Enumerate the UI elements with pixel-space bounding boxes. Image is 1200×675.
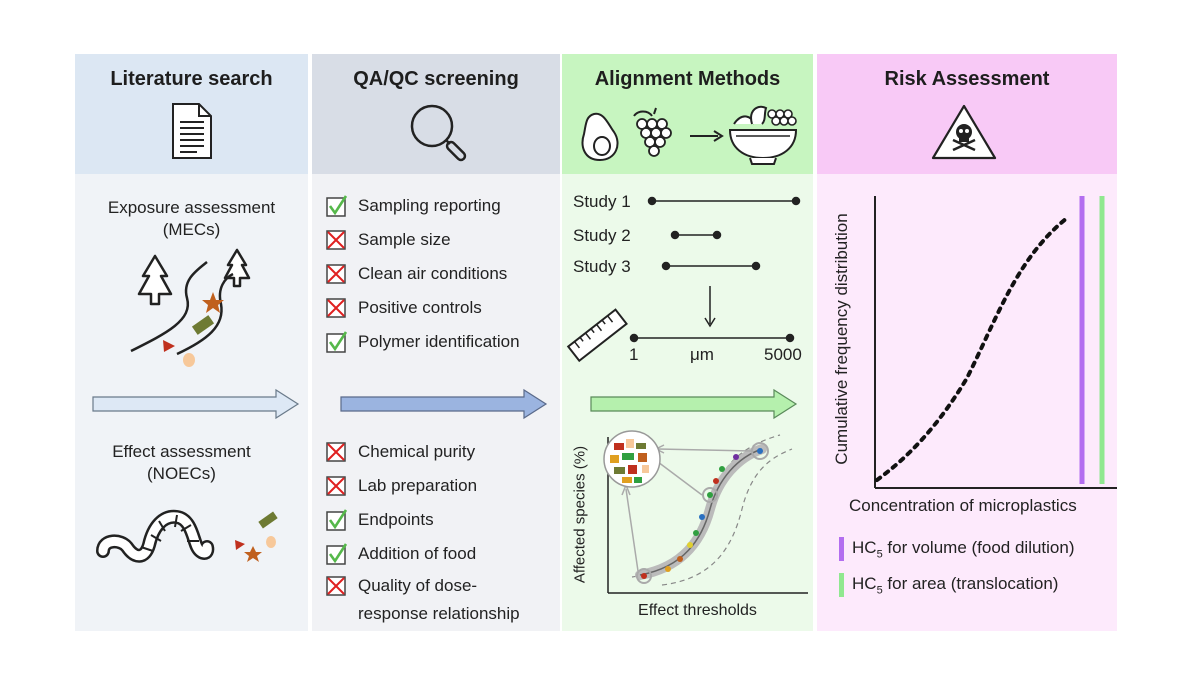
literature-search-header: Literature search [75, 54, 308, 174]
qaqc-item-label: Addition of food [358, 544, 477, 563]
qaqc-item: Lab preparation [326, 474, 477, 498]
check-icon [326, 543, 348, 565]
legend-hc5-area: HC5 for area (translocation) [839, 572, 1058, 598]
qaqc-item: Positive controls [326, 296, 482, 320]
effect-assessment-unit: (NOECs) [147, 464, 216, 483]
qaqc-item: Endpoints [326, 508, 434, 532]
qaqc-item: Sample size [326, 228, 451, 252]
flow-arrow-1 [92, 388, 300, 420]
arrow-right-icon [690, 130, 724, 142]
river-trees-icon [130, 248, 251, 367]
flow-arrow-3 [590, 388, 798, 420]
qaqc-item: Clean air conditions [326, 262, 507, 286]
scale-min-label: 1 [629, 345, 639, 364]
risk-assessment-header: Risk Assessment [817, 54, 1117, 174]
qaqc-item: Chemical purity [326, 440, 475, 464]
fruit-bowl-icon [728, 105, 798, 165]
worm-icon [96, 509, 215, 563]
qaqc-item-label: Chemical purity [358, 442, 476, 461]
effect-assessment-label: Effect assessment [112, 442, 251, 461]
study-ranges [629, 196, 801, 343]
alignment-methods-title: Alignment Methods [594, 68, 781, 90]
check-icon [326, 509, 348, 531]
check-icon [326, 195, 348, 217]
down-arrow [704, 286, 716, 328]
aligned-range [629, 333, 795, 343]
qaqc-item-label: Polymer identification [358, 332, 520, 351]
legend-swatch-volume [839, 537, 844, 561]
risk-x-axis-label: Concentration of microplastics [849, 496, 1077, 515]
qaqc-item-label: Endpoints [358, 510, 434, 529]
ssd-y-axis-label: Affected species (%) [571, 445, 589, 584]
ssd-points [641, 448, 763, 579]
qaqc-item: Quality of dose- [326, 574, 477, 598]
hazard-skull-icon [931, 104, 997, 160]
qaqc-item-label: Positive controls [358, 298, 482, 317]
study-2-label: Study 2 [573, 226, 631, 245]
qaqc-item: Polymer identification [326, 330, 520, 354]
study-3-label: Study 3 [573, 257, 631, 276]
check-icon [326, 331, 348, 353]
alignment-methods-body: Study 1 Study 2 Study 3 [562, 174, 813, 631]
qaqc-item: Sampling reporting [326, 194, 501, 218]
study-1-label: Study 1 [573, 192, 631, 211]
legend-label-volume: HC5 for volume (food dilution) [852, 537, 1075, 561]
qaqc-item-label-line2: response relationship [358, 604, 520, 623]
qaqc-item-label: Sample size [358, 230, 451, 249]
ruler-icon [566, 308, 628, 363]
legend-label-area: HC5 for area (translocation) [852, 573, 1059, 597]
exposure-assessment-unit: (MECs) [162, 220, 221, 239]
literature-search-column: Literature search Exposure assessment (M… [75, 54, 308, 631]
particles-icon [235, 511, 278, 562]
ssd-x-axis-label: Effect thresholds [638, 602, 757, 619]
qaqc-screening-title: QA/QC screening [353, 68, 519, 90]
alignment-methods-column: Alignment Methods [562, 54, 813, 631]
study-3-range [661, 261, 761, 271]
cross-icon [326, 264, 346, 284]
qaqc-item-label: Lab preparation [358, 476, 478, 495]
exposure-assessment-label: Exposure assessment [107, 198, 276, 217]
qaqc-item: Addition of food [326, 542, 476, 566]
literature-search-title: Literature search [110, 68, 273, 90]
cross-icon [326, 230, 346, 250]
qaqc-item-label: Sampling reporting [358, 196, 501, 215]
risk-assessment-body: Cumulative frequency distribution Concen… [817, 174, 1117, 631]
cross-icon [326, 576, 346, 596]
study-2-range [670, 230, 722, 240]
grapes-icon [633, 107, 672, 157]
cross-icon [326, 442, 346, 462]
study-1-range [647, 196, 801, 206]
scale-unit-label: μm [690, 345, 714, 364]
risk-assessment-title: Risk Assessment [884, 68, 1050, 90]
scale-max-label: 5000 [764, 345, 802, 364]
legend-swatch-area [839, 573, 844, 597]
qaqc-screening-header: QA/QC screening [312, 54, 560, 174]
risk-y-axis-label: Cumulative frequency distribution [832, 213, 851, 465]
particle-cluster [610, 439, 649, 483]
legend-hc5-volume: HC5 for volume (food dilution) [839, 536, 1075, 562]
literature-search-body: Exposure assessment (MECs) Effect assess… [75, 174, 308, 631]
avocado-icon [581, 112, 619, 162]
ssd-mini-chart [603, 430, 808, 594]
cross-icon [326, 298, 346, 318]
risk-assessment-column: Risk Assessment Cumulative frequency dis… [817, 54, 1117, 631]
flow-arrow-2 [340, 388, 548, 420]
cumulative-distribution-chart [874, 196, 1117, 489]
magnifier-icon [410, 104, 467, 162]
document-icon [172, 103, 212, 159]
qaqc-item-label: Clean air conditions [358, 264, 508, 283]
alignment-methods-header: Alignment Methods [562, 54, 813, 174]
qaqc-item-label: Quality of dose- [358, 576, 478, 595]
cross-icon [326, 476, 346, 496]
